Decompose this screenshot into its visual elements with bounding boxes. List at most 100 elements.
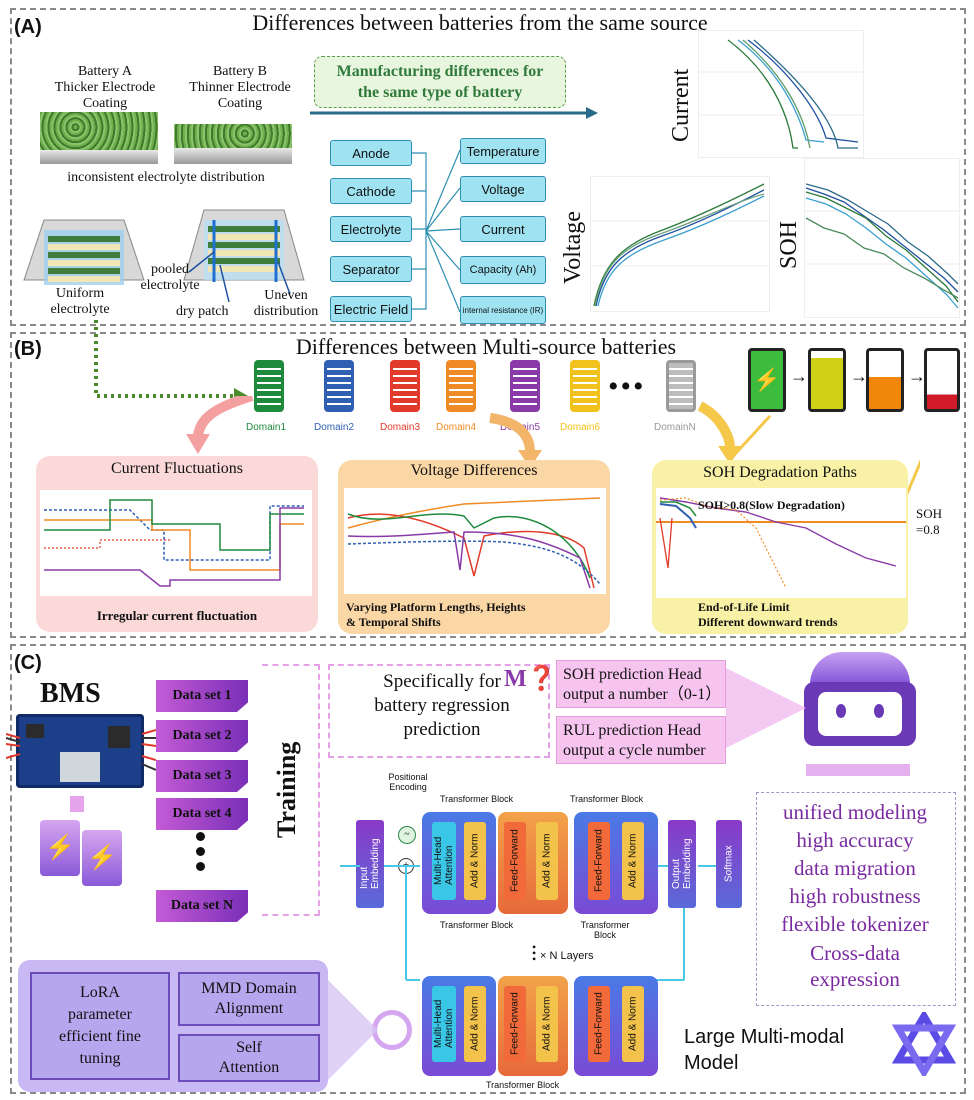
uniform-electrolyte-label: Uniform electrolyte	[50, 286, 110, 317]
domain-label-6: Domain6	[560, 422, 601, 433]
training-bracket	[262, 664, 320, 916]
dataset-1: Data set 1	[156, 680, 248, 712]
feature-high-accuracy: high accuracy	[796, 828, 914, 852]
arrow-3: →	[908, 366, 926, 386]
soh-head-box: SOH prediction Head output a number（0-1）	[556, 660, 726, 708]
component-electrolyte: Electrolyte	[330, 216, 412, 242]
ai-robot-icon	[800, 652, 920, 776]
inconsistent-electrolyte-label: inconsistent electrolyte distribution	[67, 170, 265, 185]
pink-funnel	[726, 668, 806, 748]
pooled-electrolyte-label: pooled electrolyte	[140, 262, 200, 293]
component-cathode: Cathode	[330, 178, 412, 204]
output-temperature: Temperature	[460, 138, 546, 164]
soh-degradation-caption: End-of-Life Limit Different downward tre…	[698, 600, 838, 629]
feature-high-robustness: high robustness	[789, 884, 921, 908]
uniform-cell-image	[23, 219, 145, 285]
cell-illustrations	[23, 209, 305, 303]
transformer-block-label-3: Transformer Block	[440, 920, 514, 930]
voltage-plot	[590, 176, 770, 312]
feature-cross-data-expression: Cross-data expression	[810, 941, 900, 991]
battery-b-coating-image	[174, 124, 292, 164]
soh-degradation-title: SOH Degradation Paths	[703, 464, 857, 481]
panel-b-title: Differences between Multi-source batteri…	[295, 334, 677, 359]
addnorm-bottom-3: Add & Norm	[622, 986, 644, 1062]
domain-dots: •••	[608, 370, 646, 403]
mmd-box: MMD Domain Alignment	[178, 972, 320, 1026]
soh-threshold-label: SOH =0.8	[916, 506, 943, 537]
dataset-2: Data set 2	[156, 720, 248, 752]
battery-a-label: Battery A Thicker Electrode Coating	[54, 64, 156, 111]
rul-head-box: RUL prediction Head output a cycle numbe…	[556, 716, 726, 764]
soh-plot	[804, 158, 960, 318]
mid-battery-icon	[866, 348, 904, 412]
soh-annotation: SOH>0.8(Slow Degradation)	[698, 498, 845, 512]
panel-b	[10, 332, 966, 638]
component-anode: Anode	[330, 140, 412, 166]
training-label: Training	[272, 741, 301, 839]
self-attention-box: Self Attention	[178, 1034, 320, 1082]
panel-c	[10, 644, 966, 1094]
ff-bottom-1: Feed-Forward	[504, 986, 526, 1062]
ff-top-2: Feed-Forward	[588, 822, 610, 900]
dry-patch-label: dry patch	[176, 304, 229, 319]
output-embedding: Output Embedding	[668, 820, 696, 908]
n-layers-dots: •••	[532, 940, 537, 966]
output-capacity: Capacity (Ah)	[460, 256, 546, 284]
ff-bottom-2: Feed-Forward	[588, 986, 610, 1062]
dataset-n: Data set N	[156, 890, 248, 922]
transformer-block-label-2: Transformer Block	[570, 794, 644, 804]
transformer-block-label-4: Transformer Block	[580, 920, 630, 940]
current-fluctuations-plot	[40, 490, 312, 596]
soh-degradation-plot	[656, 488, 906, 598]
battery-b-label: Battery B Thinner Electrode Coating	[189, 64, 291, 111]
domain-battery-n	[666, 360, 696, 412]
panel-a-title: Differences between batteries from the s…	[252, 10, 708, 35]
transformer-block-label-5: Transformer Block	[486, 1080, 560, 1090]
voltage-differences-plot	[344, 488, 606, 594]
features-box	[756, 792, 956, 1006]
bms-board-image	[16, 714, 144, 788]
addnorm-bottom-1: Add & Norm	[464, 986, 486, 1062]
mha-bottom: Multi-Head Attention	[432, 986, 456, 1062]
lora-box: LoRA parameter efficient fine tuning	[30, 972, 170, 1080]
model-logo-icon	[892, 1012, 956, 1076]
high-battery-icon	[808, 348, 846, 412]
large-model-label: Large Multi-modal Model	[684, 1026, 845, 1074]
magnifier-icon	[372, 1010, 412, 1050]
regression-icon: M❓	[504, 666, 557, 692]
panel-b-label: (B)	[14, 338, 42, 360]
voltage-differences-caption: Varying Platform Lengths, Heights & Temp…	[346, 600, 526, 629]
domain-label-2: Domain2	[314, 422, 355, 433]
positional-encoding-label: Positional Encoding	[388, 772, 428, 792]
mha-top: Multi-Head Attention	[432, 822, 456, 900]
uneven-distribution-label: Uneven distribution	[253, 288, 319, 319]
full-battery-icon: ⚡	[748, 348, 786, 412]
softmax: Softmax	[716, 820, 742, 908]
domain-battery-5	[510, 360, 540, 412]
regression-box	[328, 664, 550, 758]
current-plot	[698, 30, 864, 158]
positional-encoding-icon: ~	[398, 826, 416, 844]
feature-unified-modeling: unified modeling	[782, 800, 928, 824]
dead-battery-icon	[924, 348, 960, 412]
addnorm-top-2: Add & Norm	[536, 822, 558, 900]
addnorm-bottom-2: Add & Norm	[536, 986, 558, 1062]
panel-a	[10, 8, 966, 326]
transformer-stack-2	[574, 812, 658, 914]
output-internal-resistance: internal resistance (IR)	[460, 296, 546, 324]
domain-label-n: DomainN	[654, 422, 696, 433]
arrow-1: →	[790, 366, 808, 386]
component-connector-lines	[412, 149, 461, 313]
output-current: Current	[460, 216, 546, 242]
dotted-flow-arrow	[94, 320, 248, 404]
arrow-2: →	[850, 366, 868, 386]
dataset-dots	[196, 832, 206, 871]
addnorm-top-1: Add & Norm	[464, 822, 486, 900]
domain-label-4: Domain4	[436, 422, 477, 433]
battery-pack-icon: ⚡ ⚡	[40, 820, 130, 886]
panel-a-label: (A)	[14, 16, 42, 38]
bms-down-arrow	[70, 796, 84, 812]
feature-data-migration: data migration	[794, 856, 916, 880]
uneven-cell-image	[183, 209, 305, 303]
domain-label-1: Domain1	[246, 422, 287, 433]
